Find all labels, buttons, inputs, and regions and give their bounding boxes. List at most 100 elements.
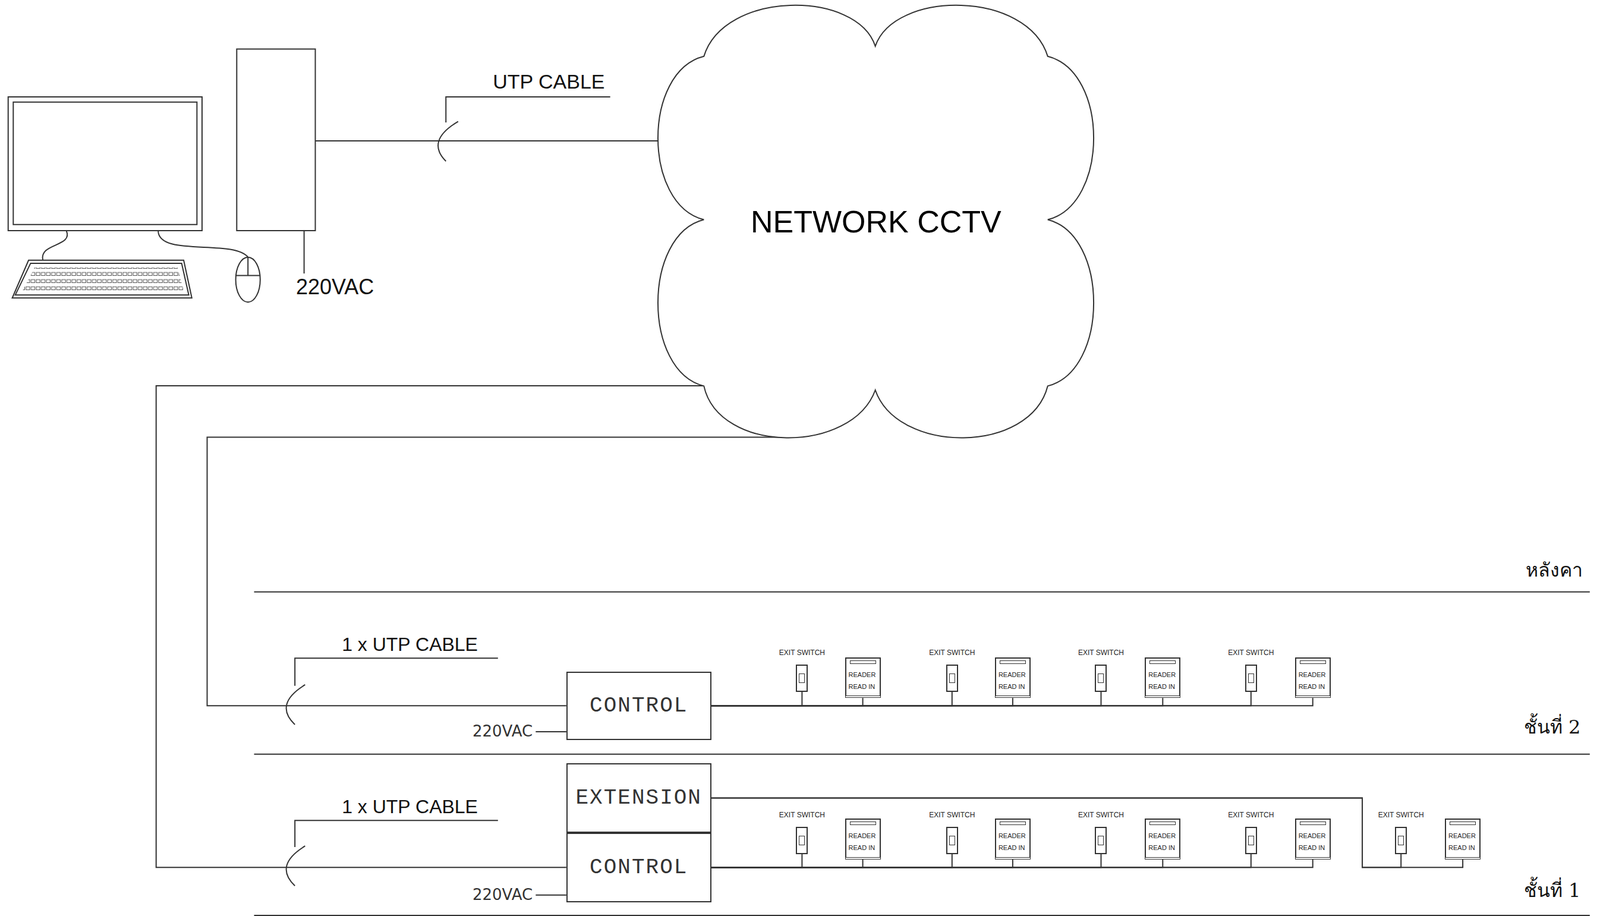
switch-body — [946, 664, 959, 692]
monitor-screen — [13, 102, 197, 225]
signal-wire — [711, 697, 1313, 706]
node-text: READER — [1298, 669, 1327, 682]
controller-box: CONTROL — [566, 671, 712, 740]
signal-wire — [156, 385, 705, 868]
card-reader: READERREAD IN — [1144, 818, 1181, 860]
switch-label: EXIT SWITCH — [1227, 811, 1274, 819]
mouse — [235, 257, 261, 303]
cable-label: 1 x UTP CABLE — [341, 797, 478, 817]
card-reader: READERREAD IN — [994, 818, 1031, 860]
card-reader: READERREAD IN — [1444, 818, 1481, 860]
reader-slot — [999, 821, 1026, 825]
signal-wire — [711, 691, 1102, 706]
reader-slot — [999, 660, 1026, 664]
signal-wire — [711, 697, 1164, 706]
switch-body — [1094, 826, 1107, 855]
mouse-cable — [158, 230, 248, 258]
switch-label: EXIT SWITCH — [1078, 649, 1124, 657]
floor-line — [253, 914, 1590, 916]
node-text: READER — [848, 669, 877, 682]
switch-body — [1245, 664, 1258, 692]
switch-body — [795, 664, 808, 692]
utp-link — [315, 140, 661, 142]
keyboard-keys — [22, 267, 184, 291]
node-text: READ IN — [848, 842, 876, 855]
switch-label: EXIT SWITCH — [779, 811, 825, 819]
reader-slot — [1149, 821, 1176, 825]
mouse-button-split — [247, 257, 249, 276]
signal-wire — [711, 859, 1013, 868]
node-text: READ IN — [1298, 681, 1326, 694]
exit-switch: EXIT SWITCH — [1227, 811, 1274, 855]
exit-switch: EXIT SWITCH — [779, 811, 825, 855]
reader-slot — [849, 660, 877, 664]
switch-label: EXIT SWITCH — [1378, 811, 1425, 819]
network-cloud: NETWORK CCTV — [657, 5, 1094, 440]
floor-line — [253, 753, 1590, 755]
signal-wire — [711, 854, 1102, 868]
reader-slot — [1149, 660, 1176, 664]
power-lead — [535, 731, 567, 733]
node-text: NETWORK CCTV — [750, 203, 1002, 240]
card-reader: READERREAD IN — [845, 818, 881, 860]
switch-label: EXIT SWITCH — [928, 811, 975, 819]
card-reader: READERREAD IN — [845, 657, 881, 699]
node-text: EXTENSION — [575, 785, 702, 811]
computer-tower — [236, 48, 316, 231]
switch-button — [949, 835, 956, 846]
node-text: CONTROL — [589, 693, 688, 718]
node-text: READ IN — [848, 681, 876, 694]
card-reader: READERREAD IN — [1295, 818, 1331, 860]
node-text: READER — [1148, 830, 1176, 843]
node-text: READER — [998, 669, 1026, 682]
card-reader: READERREAD IN — [1144, 657, 1181, 699]
exit-switch: EXIT SWITCH — [779, 649, 825, 692]
node-text: READ IN — [1298, 842, 1326, 855]
switch-body — [946, 826, 959, 855]
card-reader: READERREAD IN — [994, 657, 1031, 699]
node-text: READER — [848, 830, 877, 843]
switch-label: EXIT SWITCH — [1078, 811, 1124, 819]
signal-wire — [711, 859, 864, 868]
cable-tag — [286, 657, 499, 725]
reader-slot — [1299, 821, 1327, 825]
floor-name: ชั้นที่ 2 — [1523, 717, 1581, 737]
floor-line — [253, 591, 1590, 593]
switch-body — [1394, 826, 1407, 855]
reader-slot — [849, 821, 877, 825]
signal-wire — [711, 798, 1464, 868]
cable-label: 1 x UTP CABLE — [341, 634, 478, 654]
reader-slot — [1449, 821, 1476, 825]
power-lead — [303, 230, 305, 274]
exit-switch: EXIT SWITCH — [1078, 811, 1124, 855]
node-text: READ IN — [1148, 681, 1176, 694]
keyboard — [12, 260, 192, 299]
cable-tag — [286, 820, 499, 886]
signal-wire — [711, 697, 864, 706]
power-lead — [535, 894, 567, 896]
keyboard-inner — [15, 263, 190, 295]
node-text: READER — [998, 830, 1026, 843]
node-text: READ IN — [998, 681, 1026, 694]
switch-button — [798, 835, 805, 846]
signal-wire — [711, 854, 803, 868]
signal-wire — [207, 437, 787, 707]
signal-wire — [711, 854, 953, 868]
switch-label: EXIT SWITCH — [779, 649, 825, 657]
cable-tag — [438, 96, 611, 162]
exit-switch: EXIT SWITCH — [1078, 649, 1124, 692]
node-text: CONTROL — [589, 855, 688, 880]
node-text: READER — [1448, 830, 1476, 843]
switch-label: EXIT SWITCH — [928, 649, 975, 657]
signal-wire — [711, 859, 1164, 868]
signal-wire — [711, 691, 803, 706]
node-text: READ IN — [1448, 842, 1476, 855]
switch-button — [798, 673, 805, 683]
cable-label: 220VAC — [472, 723, 533, 739]
node-text: READ IN — [1148, 842, 1176, 855]
switch-button — [949, 673, 956, 683]
controller-box: EXTENSION — [566, 763, 712, 833]
switch-button — [1248, 673, 1255, 683]
signal-wire — [711, 691, 953, 706]
